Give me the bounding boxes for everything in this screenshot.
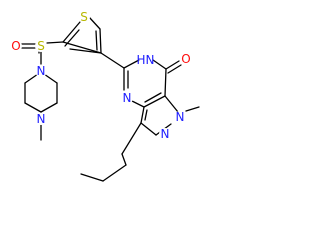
- bond: [140, 106, 145, 124]
- bond: [24, 73, 39, 84]
- atom-label-hydrogen-nh: H: [136, 53, 145, 67]
- atom-label-sulfur-thiophene: S: [80, 10, 88, 24]
- atom-label-nitrogen-piperazine-top: N: [37, 64, 46, 78]
- bond: [99, 28, 102, 54]
- atom-label-oxygen-sulfonyl-left: O: [11, 39, 20, 53]
- bond: [123, 59, 140, 69]
- bond: [131, 100, 145, 108]
- bond: [167, 64, 182, 74]
- atom-label-sulfur-sulfonyl: S: [37, 39, 45, 53]
- atom-labels: S S O N N N H O N N N: [10, 10, 192, 141]
- bond: [143, 95, 166, 108]
- bond: [140, 122, 157, 136]
- bond: [80, 173, 104, 182]
- bond: [164, 68, 167, 97]
- bonds: [20, 16, 200, 182]
- bond: [69, 48, 102, 54]
- atom-label-nitrogen-nh: N: [146, 53, 155, 67]
- bond: [24, 102, 42, 113]
- bond: [165, 60, 180, 70]
- bond: [185, 106, 200, 112]
- bond: [62, 21, 81, 43]
- bond: [121, 153, 127, 166]
- atom-label-oxygen-carbonyl: O: [181, 52, 190, 66]
- bond: [95, 30, 98, 51]
- bond: [144, 109, 148, 121]
- bond: [40, 102, 58, 113]
- atom-label-nitrogen-pyrazole-methyl: N: [176, 110, 185, 124]
- bond: [144, 92, 162, 103]
- bond: [46, 41, 64, 44]
- bond: [121, 122, 142, 155]
- bond: [100, 52, 125, 69]
- bond: [152, 59, 167, 70]
- atom-label-nitrogen-pyrimidine: N: [123, 91, 132, 105]
- atom-label-nitrogen-pyrazole: N: [161, 127, 170, 141]
- molecule-structure: S S O N N N H O N N N: [10, 10, 200, 182]
- bond: [62, 41, 102, 54]
- bond: [164, 95, 179, 113]
- bond: [102, 164, 127, 182]
- atom-label-nitrogen-piperazine-bottom: N: [37, 112, 46, 126]
- bond: [88, 16, 101, 30]
- bond: [43, 73, 58, 84]
